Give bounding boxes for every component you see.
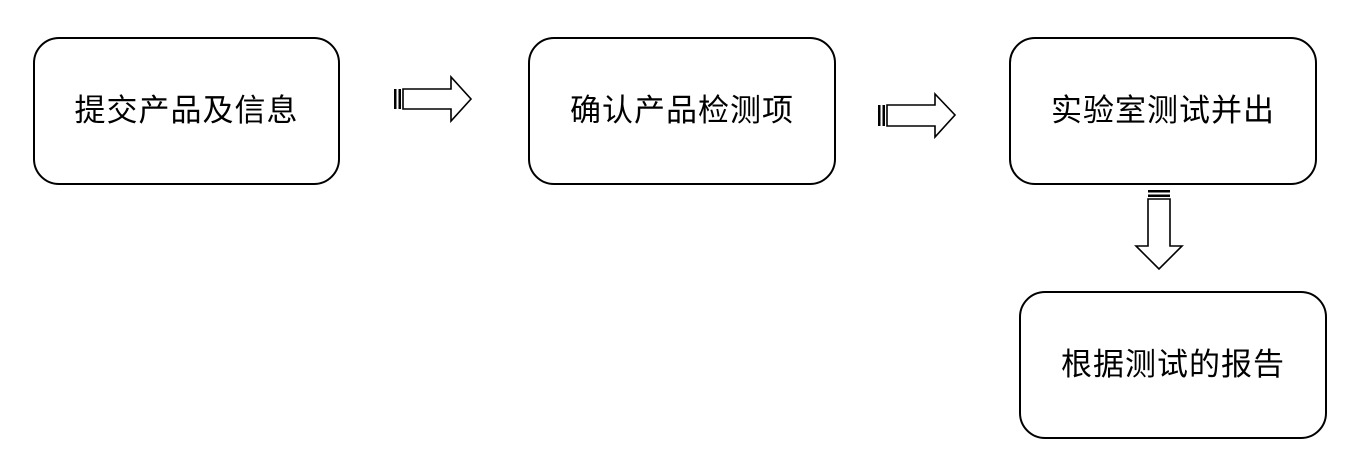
step-label-confirm-test-items: 确认产品检测项 <box>570 92 794 129</box>
striped-right-arrow-icon <box>878 92 957 140</box>
step-box-confirm-test-items: 确认产品检测项 <box>528 37 836 185</box>
step-box-test-report: 根据测试的报告 <box>1019 291 1327 439</box>
striped-down-arrow-icon <box>1134 190 1184 271</box>
step-box-lab-test: 实验室测试并出 <box>1009 37 1317 185</box>
striped-right-arrow-icon <box>394 74 473 124</box>
step-box-submit-product: 提交产品及信息 <box>33 37 340 185</box>
step-label-submit-product: 提交产品及信息 <box>74 92 299 129</box>
step-label-lab-test: 实验室测试并出 <box>1051 92 1275 129</box>
step-label-test-report: 根据测试的报告 <box>1061 346 1285 383</box>
